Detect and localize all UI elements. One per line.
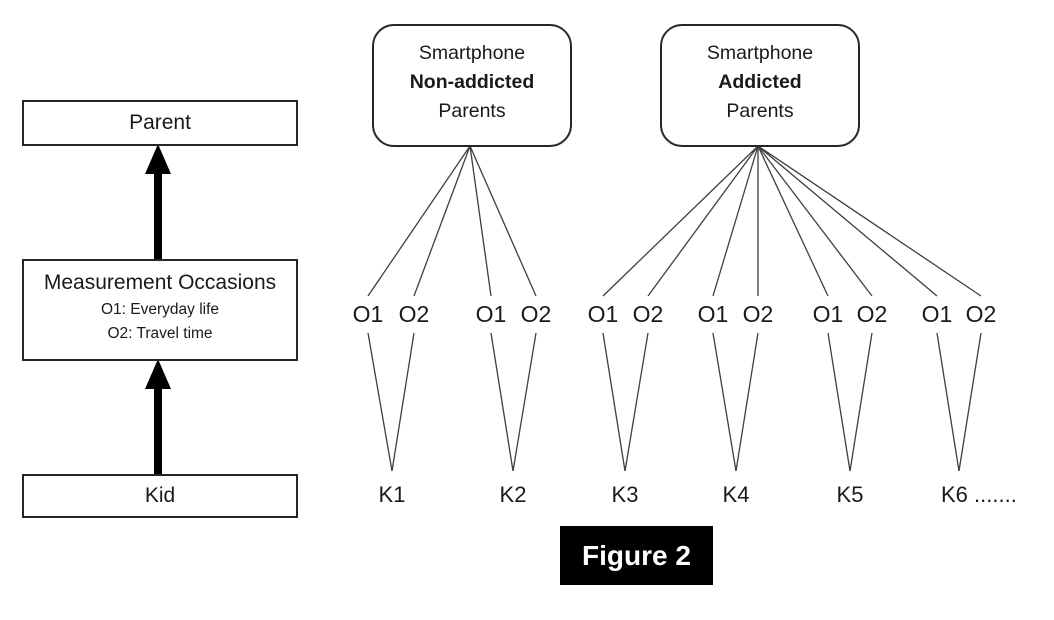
group-line-2: Addicted: [718, 71, 802, 93]
occasion-label-o2: O2: [856, 301, 888, 327]
kid-label-k3: K3: [611, 482, 639, 507]
kid-label-k2: K2: [499, 482, 527, 507]
v-line: [827, 332, 851, 472]
occasion-label-o2: O2: [632, 301, 664, 327]
v-line: [735, 332, 759, 472]
v-line: [849, 332, 873, 472]
kid-label-k4: K4: [722, 482, 750, 507]
group-line-3: Parents: [726, 100, 794, 122]
v-line: [490, 332, 514, 472]
fan-line: [757, 145, 829, 297]
occasion-label-o2: O2: [965, 301, 997, 327]
up-arrow-measurement-to-parent: [145, 144, 171, 259]
fan-line: [712, 145, 759, 297]
measurement-item-o1: O1: Everyday life: [100, 301, 220, 318]
v-line: [936, 332, 960, 472]
fan-line: [757, 145, 873, 297]
v-line: [712, 332, 737, 472]
fan-line: [469, 145, 492, 297]
up-arrow-kid-to-measurement: [145, 359, 171, 474]
fan-line: [757, 145, 938, 297]
kid-label-k6: K6 .......: [941, 482, 1017, 507]
occasion-label-o1: O1: [921, 301, 953, 327]
kid-label-k1: K1: [378, 482, 406, 507]
occasion-label-o2: O2: [520, 301, 552, 327]
fan-line: [647, 145, 759, 297]
measurement-occasions-box: Measurement Occasions O1: Everyday life …: [22, 259, 298, 361]
fan-line: [469, 145, 537, 297]
fan-line: [413, 145, 471, 297]
figure-caption: Figure 2: [560, 526, 713, 585]
v-line: [391, 332, 415, 472]
kid-label-k5: K5: [836, 482, 864, 507]
occasion-label-o1: O1: [352, 301, 384, 327]
v-line: [958, 332, 982, 472]
occasion-label-o1: O1: [812, 301, 844, 327]
fan-line: [757, 145, 982, 297]
fan-line: [367, 145, 471, 297]
v-line: [602, 332, 626, 472]
parent-box-label: Parent: [129, 111, 191, 134]
group-box-addicted-parents: Smartphone Addicted Parents: [660, 24, 860, 147]
fan-line: [602, 145, 759, 297]
parent-box: Parent: [22, 100, 298, 146]
occasion-label-o2: O2: [742, 301, 774, 327]
group-line-1: Smartphone: [418, 42, 526, 64]
group-box-nonaddicted-parents: Smartphone Non-addicted Parents: [372, 24, 572, 147]
v-line: [367, 332, 393, 472]
occasion-label-o2: O2: [398, 301, 430, 327]
measurement-occasions-title: Measurement Occasions: [43, 271, 277, 294]
v-line: [624, 332, 649, 472]
kid-box-label: Kid: [144, 484, 176, 507]
group-line-2: Non-addicted: [409, 71, 535, 93]
v-line: [512, 332, 537, 472]
occasion-label-o1: O1: [587, 301, 619, 327]
occasion-label-o1: O1: [475, 301, 507, 327]
measurement-item-o2: O2: Travel time: [107, 325, 213, 342]
group-line-1: Smartphone: [706, 42, 814, 64]
group-line-3: Parents: [438, 100, 506, 122]
kid-box: Kid: [22, 474, 298, 518]
occasion-label-o1: O1: [697, 301, 729, 327]
